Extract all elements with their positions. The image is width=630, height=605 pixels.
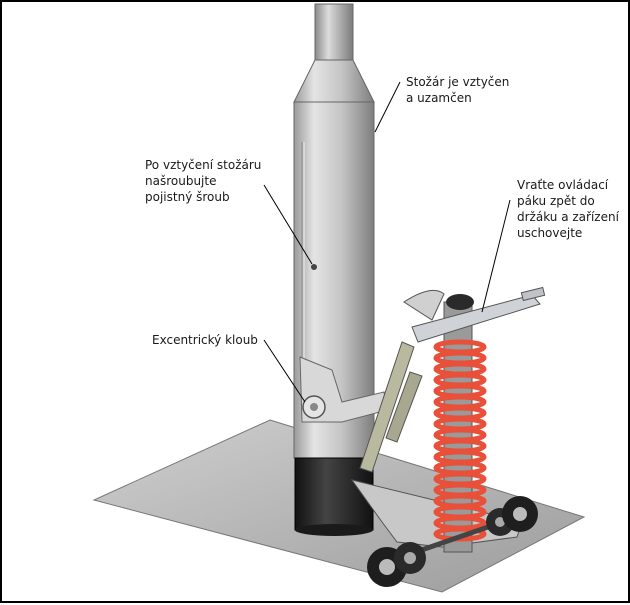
spring-cap	[446, 294, 474, 310]
lever-link	[385, 371, 423, 443]
lever-arm	[359, 341, 415, 473]
wheel-front-right	[394, 542, 426, 574]
mast-base-bottom	[295, 524, 373, 536]
mast-top-tube	[314, 3, 354, 61]
leader-joint	[263, 339, 306, 403]
leader-lever	[481, 199, 511, 313]
callout-lever-return: Vraťte ovládací páku zpět do držáku a za…	[517, 178, 619, 240]
leader-mast	[374, 81, 401, 133]
safety-screw	[311, 264, 317, 270]
lever-tip	[520, 286, 546, 302]
leader-screw	[263, 184, 313, 265]
control-lever	[411, 294, 541, 343]
callout-eccentric-joint: Excentrický kloub	[152, 333, 258, 347]
spring-coil	[433, 339, 487, 542]
lever-holder	[403, 289, 445, 321]
callout-mast-raised: Stožár je vztyčen a uzamčen	[406, 75, 510, 105]
callout-safety-screw: Po vztyčení stožáru našroubujte pojistný…	[145, 158, 262, 204]
eccentric-joint-pin	[310, 403, 318, 411]
mast-cone	[293, 59, 375, 103]
wheel-rear-right	[502, 496, 538, 532]
